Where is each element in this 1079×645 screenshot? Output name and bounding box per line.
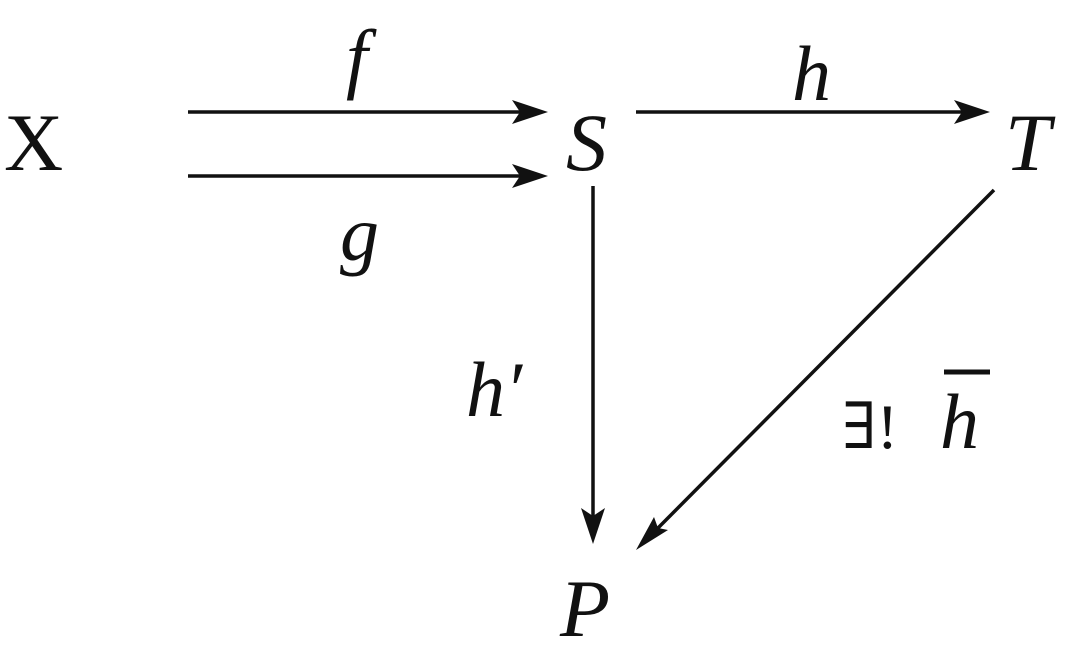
- arrow-g: [188, 164, 548, 188]
- node-t: T: [1005, 97, 1056, 188]
- arrow-f: [188, 100, 548, 124]
- arrow-h-bar: [636, 188, 996, 550]
- node-s: S: [566, 97, 607, 188]
- node-x: X: [4, 97, 63, 188]
- label-g: g: [340, 190, 379, 277]
- arrow-h: [636, 100, 990, 124]
- label-exists-unique-h-bar: ∃! h: [842, 369, 990, 465]
- label-h-prime: h′: [466, 346, 524, 433]
- exists-unique-symbol: ∃!: [842, 391, 898, 462]
- h-bar-letter: h: [940, 378, 979, 465]
- label-f: f: [346, 14, 377, 101]
- arrow-h-prime: [581, 186, 605, 544]
- node-p: P: [559, 563, 610, 645]
- label-h: h: [792, 30, 831, 117]
